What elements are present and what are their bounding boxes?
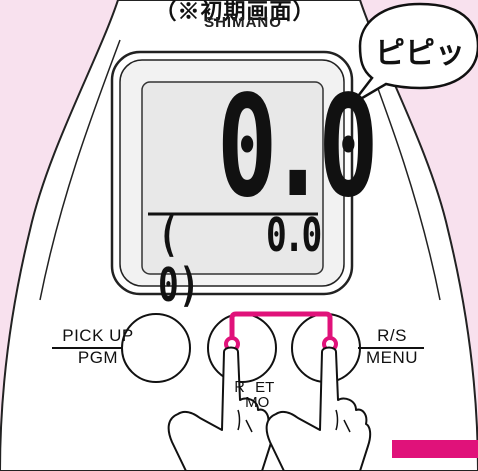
beep-bubble-text: ピピッ [375, 37, 465, 70]
right-hand-creases [335, 409, 351, 433]
lcd-screen [141, 81, 324, 275]
main-display-value: 0.0 [216, 66, 379, 229]
sub-display-left: ( 0) [158, 208, 200, 312]
accent-bar [392, 440, 478, 458]
left-hand-creases [237, 409, 253, 433]
speech-bubble [351, 2, 478, 106]
pick-up-button-label[interactable]: PICK UP [62, 326, 134, 345]
pgm-button-label[interactable]: PGM [77, 348, 119, 367]
brand-logo-text: SHIMANO [204, 14, 282, 31]
rs-button-label[interactable]: R/S [377, 326, 407, 345]
device-inner-contour [39, 39, 121, 301]
menu-button-label[interactable]: MENU [365, 348, 419, 367]
reset-button-shape [207, 313, 277, 383]
press-connector [229, 311, 333, 340]
reset-memo-button-label[interactable]: Ｒ ET MO [231, 379, 275, 411]
pick-up-pgm-button-shape [121, 313, 191, 383]
sub-display-right: 0.0 [266, 208, 322, 262]
right-hand [265, 346, 372, 471]
screen-caption: （※初期画面） [154, 0, 316, 24]
